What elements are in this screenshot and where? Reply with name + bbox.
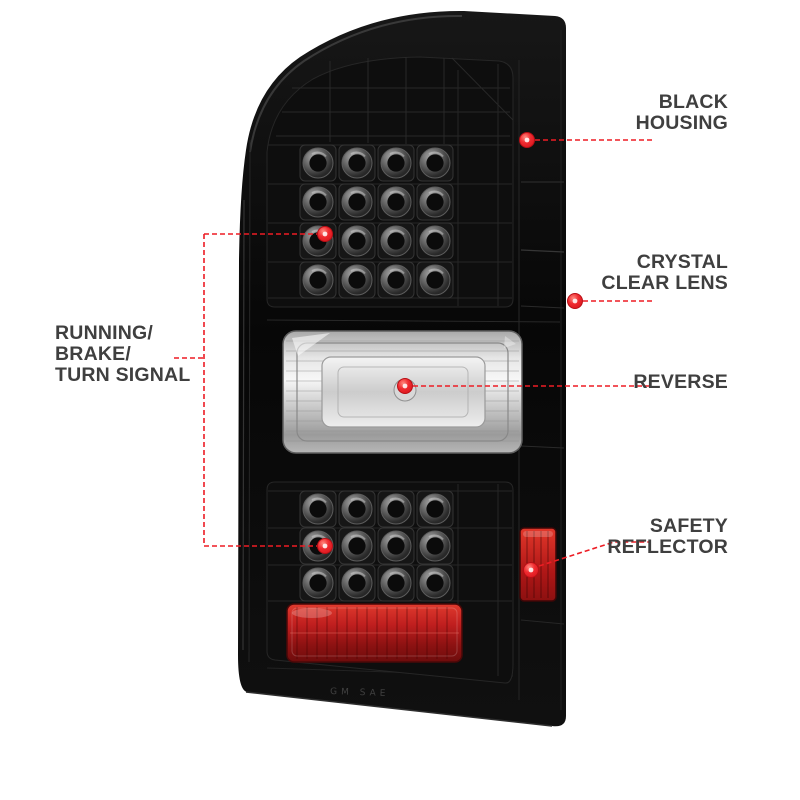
- callout-dot-reverse: [397, 378, 413, 394]
- safety-reflector-lens: [519, 527, 557, 602]
- callout-crystal-clear-lens-line1: CRYSTAL: [636, 251, 728, 273]
- upper-lens-panel: [266, 56, 514, 308]
- lower-lens-panel: [266, 481, 514, 684]
- callout-running-brake-turn-signal: RUNNING/ BRAKE/ TURN SIGNAL: [55, 323, 190, 386]
- callout-crystal-clear-lens-line2: CLEAR LENS: [601, 272, 728, 294]
- callout-black-housing-line1: BLACK: [658, 91, 728, 113]
- callout-running-line3: TURN SIGNAL: [55, 364, 191, 386]
- callout-reverse: REVERSE: [633, 372, 728, 393]
- callout-dot-running-top: [317, 226, 333, 242]
- callout-reverse-line1: REVERSE: [633, 371, 728, 393]
- callout-running-line2: BRAKE/: [55, 343, 131, 365]
- callout-dot-running-bottom: [317, 538, 333, 554]
- lamp-marking: GM SAE: [330, 687, 390, 699]
- callout-dot-crystal-clear-lens: [567, 293, 583, 309]
- callout-dots: [317, 132, 583, 578]
- callout-dot-safety-reflector: [523, 562, 539, 578]
- callout-safety-reflector-line1: SAFETY: [649, 515, 728, 537]
- callout-safety-reflector-line2: REFLECTOR: [607, 536, 728, 558]
- callout-running-line1: RUNNING/: [55, 322, 154, 344]
- red-reflector-bar: [286, 603, 463, 663]
- callout-black-housing: BLACK HOUSING: [636, 92, 728, 134]
- callout-crystal-clear-lens: CRYSTAL CLEAR LENS: [601, 252, 728, 294]
- callout-dot-black-housing: [519, 132, 535, 148]
- leader-safety-reflector: [538, 541, 650, 567]
- callout-safety-reflector: SAFETY REFLECTOR: [607, 516, 728, 558]
- callout-black-housing-line2: HOUSING: [635, 112, 728, 134]
